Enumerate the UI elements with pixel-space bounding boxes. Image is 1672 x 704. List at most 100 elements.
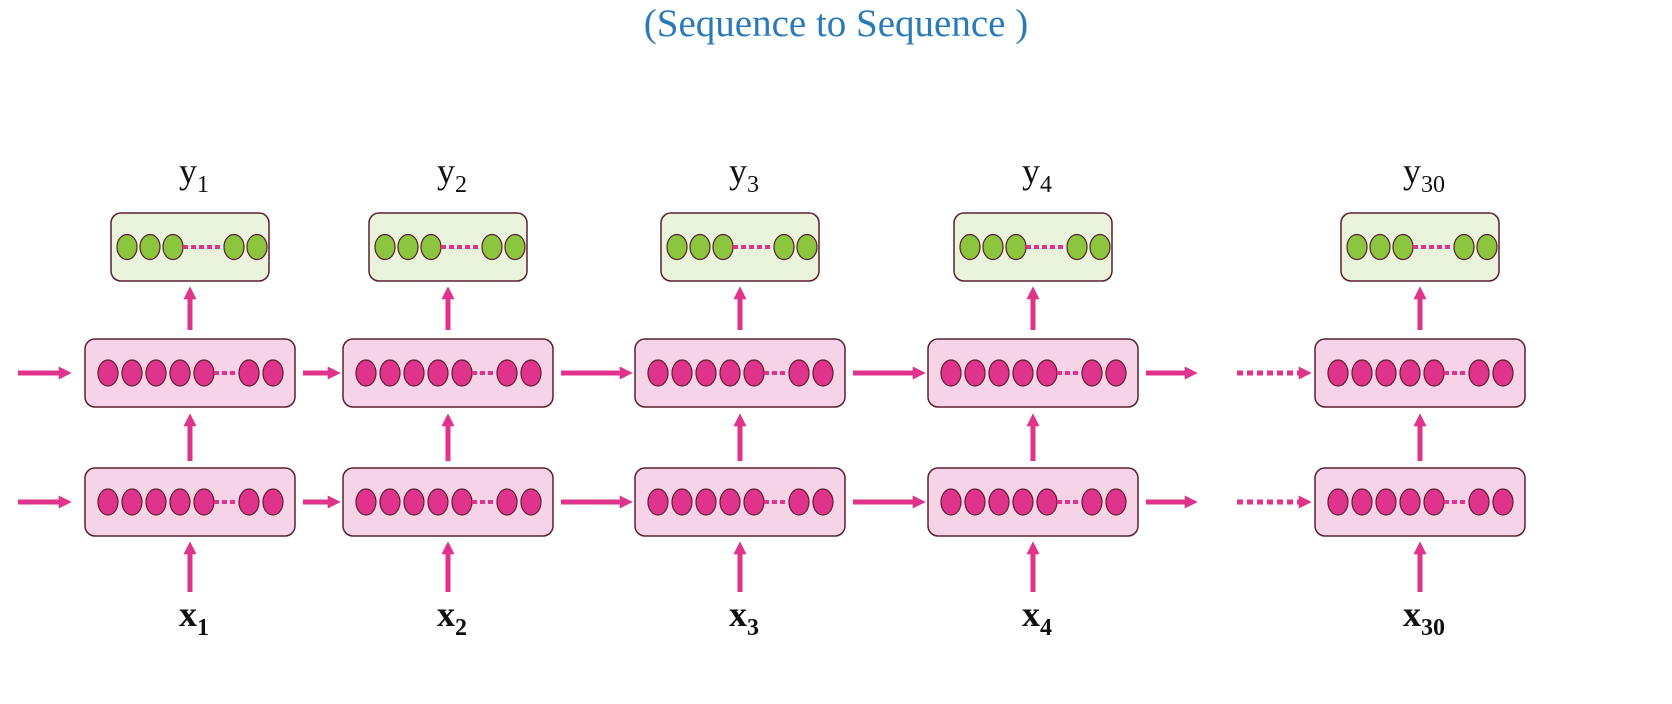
hidden-node	[1468, 488, 1490, 516]
hidden-node	[121, 488, 143, 516]
hidden-node	[355, 488, 377, 516]
input-label-1-name: x	[179, 594, 197, 634]
input-label-5-subscript: 30	[1421, 615, 1445, 641]
output-layer-3	[660, 212, 820, 282]
output-node	[982, 233, 1004, 261]
hidden-node	[1036, 488, 1058, 516]
hidden-node	[1327, 488, 1349, 516]
output-node	[796, 233, 818, 261]
input-label-4: x4	[1022, 594, 1052, 641]
input-label-5-name: x	[1403, 594, 1421, 634]
hidden-node	[97, 359, 119, 387]
hidden-node	[238, 488, 260, 516]
output-layer-2	[368, 212, 528, 282]
hidden-node	[1423, 488, 1445, 516]
hidden-node	[940, 488, 962, 516]
input-label-1-subscript: 1	[197, 615, 209, 641]
hidden-node	[169, 359, 191, 387]
hidden-node	[1375, 359, 1397, 387]
hidden-node	[379, 488, 401, 516]
hidden-node	[1351, 488, 1373, 516]
output-node	[481, 233, 503, 261]
output-box-frame	[953, 212, 1113, 282]
hidden-node	[1492, 488, 1514, 516]
output-node	[1392, 233, 1414, 261]
output-layer-1	[110, 212, 270, 282]
hidden-node	[1375, 488, 1397, 516]
hidden-node	[121, 359, 143, 387]
input-label-4-name: x	[1022, 594, 1040, 634]
hidden-node	[695, 488, 717, 516]
output-node	[246, 233, 268, 261]
output-label-5-name: y	[1403, 151, 1421, 191]
hidden-node	[743, 488, 765, 516]
output-node	[504, 233, 526, 261]
hidden-node	[743, 359, 765, 387]
output-node	[116, 233, 138, 261]
hidden-node	[193, 359, 215, 387]
hidden-node	[427, 359, 449, 387]
hidden-layer2-5	[1314, 338, 1526, 408]
output-box-frame	[660, 212, 820, 282]
hidden-layer2-3	[634, 338, 846, 408]
output-label-3: y3	[729, 151, 759, 198]
output-node	[139, 233, 161, 261]
output-label-1-name: y	[179, 151, 197, 191]
hidden-node	[1351, 359, 1373, 387]
output-label-5: y30	[1403, 151, 1445, 198]
hidden-node	[964, 488, 986, 516]
hidden-node	[671, 488, 693, 516]
hidden-node	[496, 488, 518, 516]
hidden-node	[427, 488, 449, 516]
output-label-3-subscript: 3	[747, 172, 759, 198]
output-label-4-subscript: 4	[1040, 172, 1052, 198]
hidden-node	[1327, 359, 1349, 387]
input-label-2-subscript: 2	[455, 615, 467, 641]
output-node	[374, 233, 396, 261]
output-label-4: y4	[1022, 151, 1052, 198]
input-label-1: x1	[179, 594, 209, 641]
hidden-node	[97, 488, 119, 516]
diagram-title: (Sequence to Sequence )	[643, 2, 1029, 45]
output-node	[1066, 233, 1088, 261]
hidden-node	[812, 488, 834, 516]
hidden-layer2-4	[927, 338, 1139, 408]
hidden-node	[964, 359, 986, 387]
output-node	[689, 233, 711, 261]
output-node	[420, 233, 442, 261]
hidden-node	[1012, 488, 1034, 516]
hidden-node	[1105, 488, 1127, 516]
hidden-node	[695, 359, 717, 387]
hidden-node	[1399, 488, 1421, 516]
hidden-node	[169, 488, 191, 516]
hidden-node	[788, 488, 810, 516]
hidden-node	[647, 488, 669, 516]
output-layer-4	[953, 212, 1113, 282]
hidden-layer1-2	[342, 467, 554, 537]
hidden-layer2-1	[84, 338, 296, 408]
input-label-3-subscript: 3	[747, 615, 759, 641]
hidden-node	[671, 359, 693, 387]
input-label-5: x30	[1403, 594, 1445, 641]
hidden-node	[1492, 359, 1514, 387]
output-label-1-subscript: 1	[197, 172, 209, 198]
hidden-node	[1081, 488, 1103, 516]
output-node	[1453, 233, 1475, 261]
output-node	[773, 233, 795, 261]
output-node	[1369, 233, 1391, 261]
hidden-node	[238, 359, 260, 387]
output-node	[1476, 233, 1498, 261]
hidden-node	[379, 359, 401, 387]
hidden-node	[1012, 359, 1034, 387]
hidden-layer1-3	[634, 467, 846, 537]
output-node	[712, 233, 734, 261]
hidden-layer2-2	[342, 338, 554, 408]
hidden-node	[940, 359, 962, 387]
hidden-node	[1423, 359, 1445, 387]
hidden-node	[520, 359, 542, 387]
hidden-node	[403, 488, 425, 516]
hidden-node	[788, 359, 810, 387]
hidden-node	[403, 359, 425, 387]
hidden-node	[355, 359, 377, 387]
